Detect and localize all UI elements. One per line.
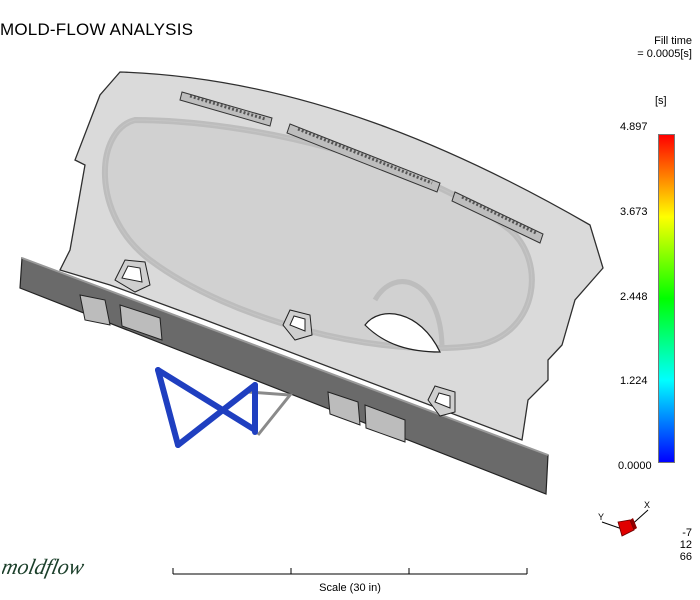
vent-grille-2: [286, 123, 441, 193]
clip-4: [364, 404, 406, 443]
legend-tick-min: 0.0000: [618, 460, 652, 472]
part-opening: [364, 313, 441, 353]
legend-tick-3: 3.673: [620, 206, 648, 218]
coord-2: 12: [679, 539, 692, 551]
coord-1: -7: [682, 527, 692, 539]
clip-1: [79, 294, 111, 326]
runner-cross: [175, 382, 258, 448]
opening-bulge: [372, 279, 445, 346]
scale-label: Scale (30 in): [319, 582, 381, 594]
flange-edge: [21, 257, 549, 456]
logo-text: moldflow: [2, 554, 87, 579]
axis-x-label: X: [644, 500, 650, 510]
runner-diagonal: [155, 367, 258, 433]
page-title: MOLD-FLOW ANALYSIS: [0, 20, 194, 39]
coord-3: 66: [679, 551, 692, 563]
color-legend-bar: [658, 134, 675, 463]
vent-grille-3: [451, 191, 544, 244]
legend-tick-2: 2.448: [620, 291, 648, 303]
legend-tick-max: 4.897: [620, 121, 648, 133]
vent-grille-1: [179, 91, 273, 127]
result-value: = 0.0005[s]: [637, 48, 692, 60]
result-name: Fill time: [654, 35, 692, 47]
runner-system[interactable]: [155, 367, 258, 448]
scale-bar: [172, 568, 528, 575]
clip-2: [119, 304, 163, 341]
result-label: Fill time = 0.0005[s]: [637, 35, 692, 61]
axis-y-label: Y: [598, 512, 604, 522]
moldflow-logo: moldflow: [2, 554, 87, 579]
sprue-runner: [247, 390, 293, 436]
legend-unit: [s]: [655, 95, 667, 107]
runner-leg-left: [155, 367, 181, 448]
clip-3: [327, 391, 361, 426]
legend-tick-1: 1.224: [620, 375, 648, 387]
orientation-triad[interactable]: Y X: [590, 500, 660, 550]
part-model-view[interactable]: [0, 60, 610, 510]
view-coords: -7 12 66: [668, 527, 692, 563]
